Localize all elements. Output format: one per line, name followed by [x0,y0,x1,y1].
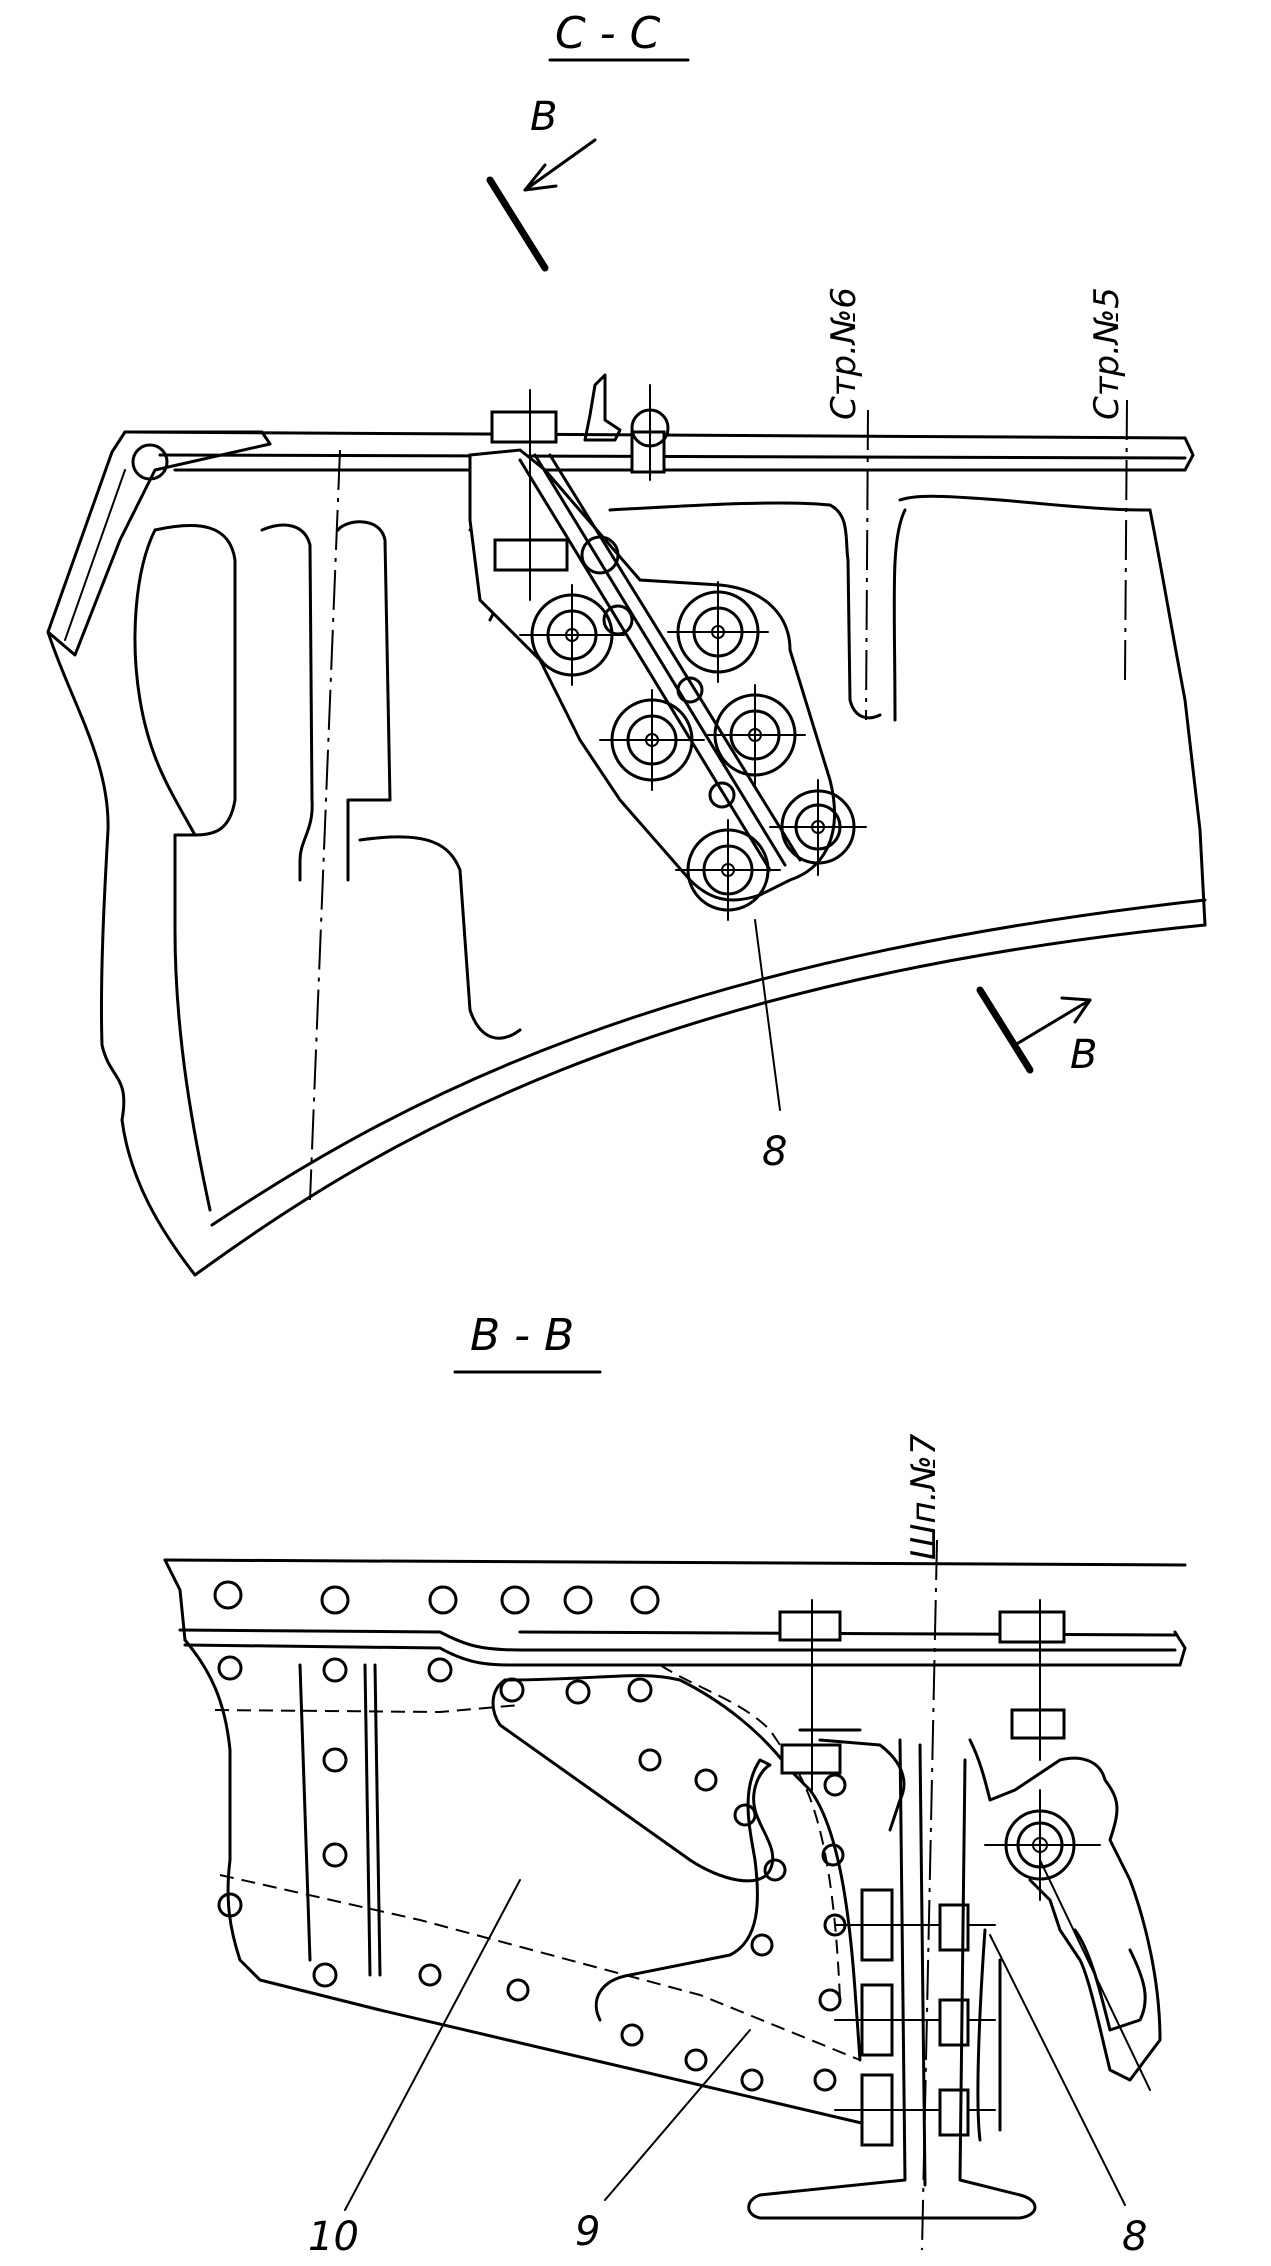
callout-8-top-leader [754,919,781,1111]
callout-10-leader [344,1879,521,2211]
frame-7-profile [747,1738,1037,2220]
skin-lower-arc-inner [210,898,1207,1227]
callout-8-bottom-leader [989,1934,1126,2206]
frame-7-label: Шп.№7 [904,1433,944,1560]
arrow-b-label-top: B [530,94,557,140]
callout-8-bottom: 8 [1122,2214,1147,2260]
frame-centerline-left [309,449,341,1201]
frame-5-label: Стр.№5 [1087,287,1127,420]
section-bb-view: B - B Шп.№7 [163,1310,1187,2260]
fitting-outer-contour [183,1638,872,2127]
section-arrow-top: B [486,94,597,272]
section-arrow-bottom: B [976,986,1097,1078]
leading-edge-profile [46,430,272,657]
skin-lower-arc-outer [193,923,1207,1277]
frame-5-centerline [1124,399,1128,681]
section-bb-title: B - B [470,1310,574,1361]
frame-6-label: Стр.№6 [824,287,864,420]
hinge-lug [984,1789,1151,2091]
callout-10: 10 [308,2214,359,2260]
rivet-row-top [213,1580,847,2092]
frame-6-centerline [865,409,869,721]
skin-top-line-bb [163,1558,1187,1567]
callout-8-top: 8 [762,1129,787,1175]
callout-9: 9 [575,2209,600,2255]
section-cc-title: C - C [555,8,661,59]
callout-9-leader [604,2029,751,2201]
arrow-b-label-bottom: B [1070,1032,1097,1078]
fitting-bracket-8 [468,373,867,921]
section-cc-view: C - C B [46,8,1207,1277]
